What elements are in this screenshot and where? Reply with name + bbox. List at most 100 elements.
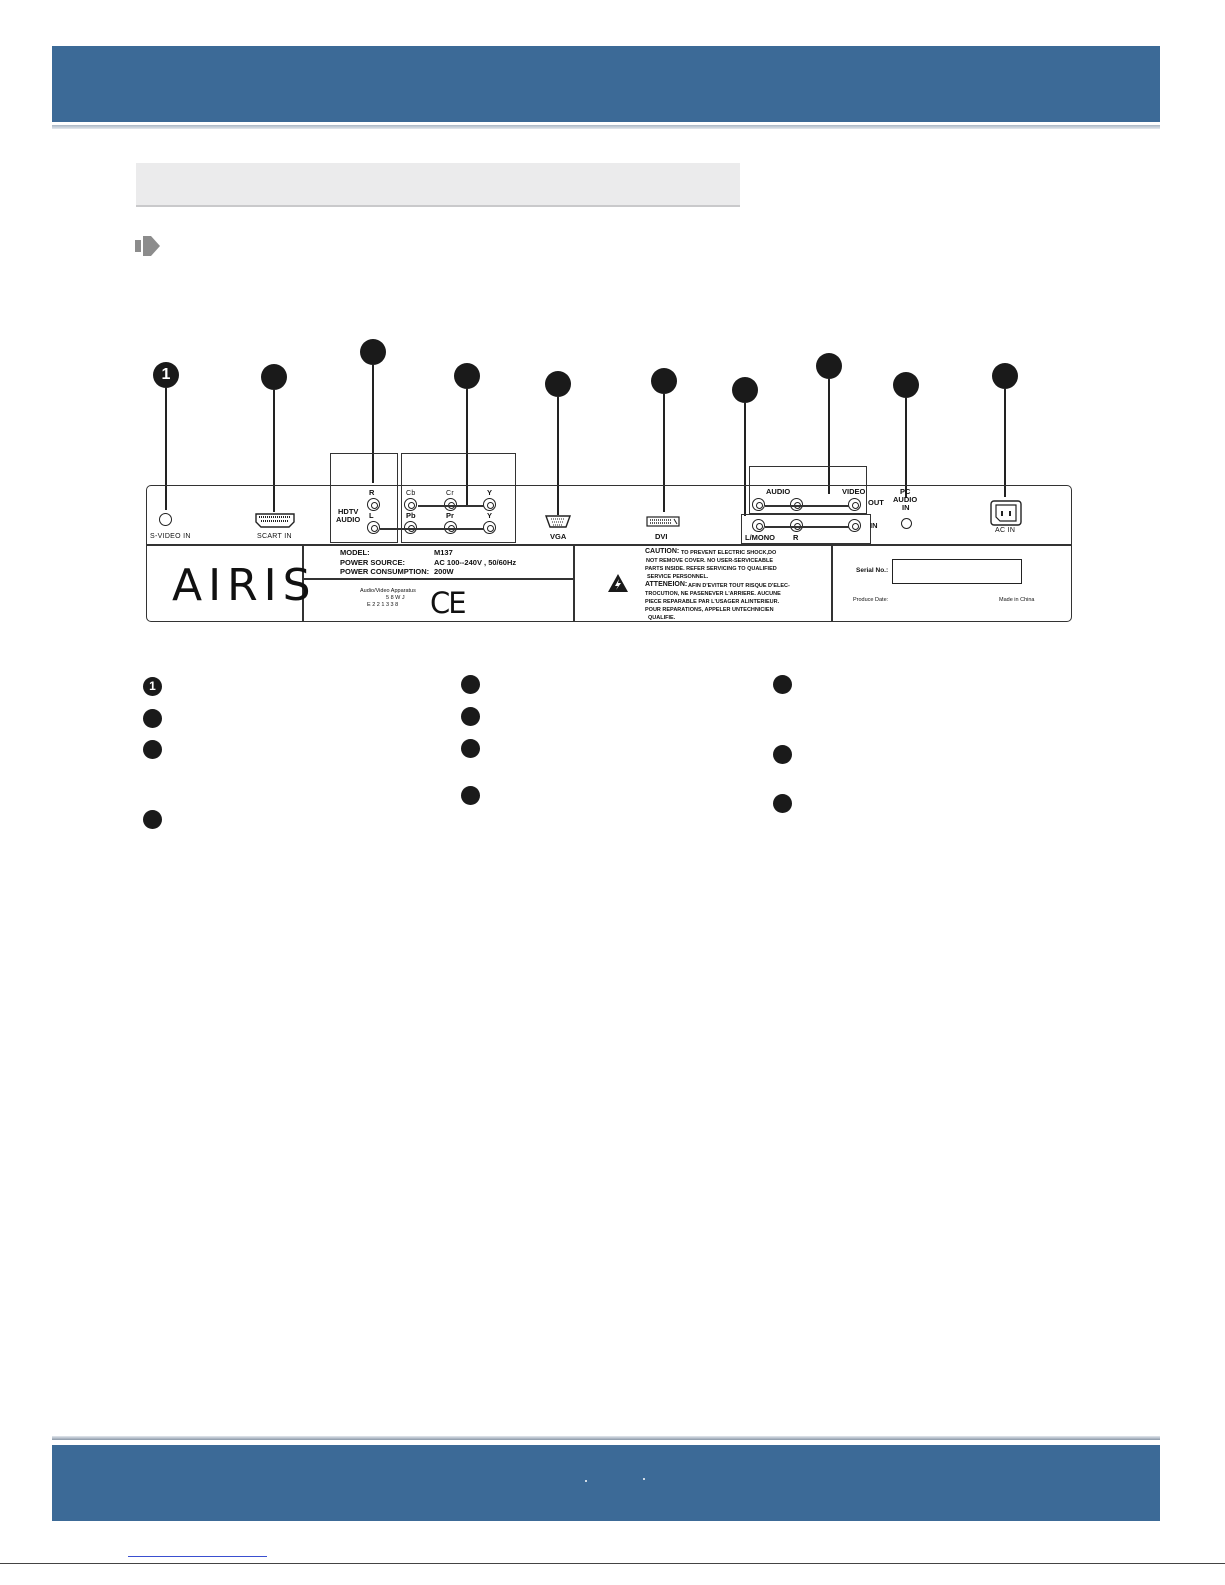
approval-text: Audio/Video Apparatus xyxy=(360,588,416,594)
legend-bullet xyxy=(143,740,162,759)
callout-2 xyxy=(261,364,287,390)
model-label: MODEL: xyxy=(340,548,370,557)
hdtv-audio-r-jack xyxy=(367,498,380,511)
legend-bullet xyxy=(461,675,480,694)
jack-link-line xyxy=(765,505,849,507)
audio-out-r-jack xyxy=(790,498,803,511)
callout-3 xyxy=(360,339,386,365)
ac-in-label: AC IN xyxy=(995,527,1016,534)
video-label: VIDEO xyxy=(842,487,866,496)
warning-triangle-icon xyxy=(608,574,628,592)
header-band xyxy=(52,46,1160,122)
svideo-in-label: S-VIDEO IN xyxy=(150,533,191,540)
leader-line xyxy=(372,365,374,483)
callout-9 xyxy=(893,372,919,398)
leader-line xyxy=(466,389,468,507)
audio-out-l-jack xyxy=(752,498,765,511)
footer-band xyxy=(52,1445,1160,1521)
pc-audio-jack xyxy=(901,518,912,529)
hdtv-label: HDTV xyxy=(338,507,359,516)
hdtv-audio-l-jack xyxy=(367,521,380,534)
airis-logo: AIRIS xyxy=(172,560,317,611)
vga-label: VGA xyxy=(550,532,567,541)
panel-section-line xyxy=(302,544,304,621)
scart-port xyxy=(255,513,295,528)
power-source-value: AC 100--240V , 50/60Hz xyxy=(434,558,517,567)
av-in-group-box xyxy=(741,514,871,544)
link-underline[interactable] xyxy=(128,1556,267,1557)
leader-line xyxy=(744,403,746,516)
lmono-label: L/MONO xyxy=(745,533,775,542)
cr-label: Cr xyxy=(446,490,454,497)
legend-bullet xyxy=(143,810,162,829)
header-rule xyxy=(52,125,1160,129)
component-group-box xyxy=(401,453,516,543)
legend-bullet xyxy=(773,675,792,694)
attention-text: AFIN D'EVITER TOUT RISQUE D'ELEC- xyxy=(688,583,790,589)
pc-audio-in-label: AUDIO xyxy=(893,495,918,504)
caution-text: SERVICE PERSONNEL. xyxy=(647,574,709,580)
callout-6 xyxy=(651,368,677,394)
arrow-bullet-icon xyxy=(135,236,160,256)
caution-text: NOT REMOVE COVER. NO USER-SERVICEABLE xyxy=(646,558,774,564)
jack-link-line xyxy=(418,505,484,507)
caution-title: CAUTION: xyxy=(645,548,680,555)
serial-label: Serial No.: xyxy=(856,567,889,574)
panel-section-line xyxy=(302,578,573,580)
power-source-label: POWER SOURCE: xyxy=(340,558,406,567)
in-r-label: R xyxy=(793,533,799,542)
svideo-port xyxy=(159,513,172,526)
pr-label: Pr xyxy=(446,511,454,520)
panel-section-line xyxy=(831,544,833,621)
jack-link-line xyxy=(380,528,484,530)
audio-in-l-jack xyxy=(752,519,765,532)
made-in-label: Made in China xyxy=(999,597,1035,603)
in-label: IN xyxy=(870,521,878,530)
approval-text: E 2 2 1 3 3 8 xyxy=(367,602,399,608)
panel-section-line xyxy=(573,544,575,621)
audio-r-label: R xyxy=(369,488,375,497)
attention-title: ATTENEION: xyxy=(645,581,688,588)
power-consumption-value: 200W xyxy=(434,567,454,576)
ce-mark: CE xyxy=(430,586,467,620)
pc-audio-in-label: PC xyxy=(900,487,911,496)
av-out-group-box xyxy=(749,466,867,514)
serial-number-box xyxy=(892,559,1022,584)
y-label-top: Y xyxy=(487,488,493,497)
callout-10 xyxy=(992,363,1018,389)
cb-jack xyxy=(404,498,417,511)
leader-line xyxy=(828,379,830,494)
attention-text: PIECE REPARABLE PAR L'USAGER ALINTERIEUR… xyxy=(645,599,780,605)
vga-port xyxy=(545,515,571,528)
attention-text: POUR REPARATIONS, APPELER UNTECHNICIEN xyxy=(645,607,774,613)
video-out-jack xyxy=(848,498,861,511)
produce-date-label: Produce Date: xyxy=(853,597,889,603)
approval-text: 5 8 W J xyxy=(386,595,405,601)
callout-5 xyxy=(545,371,571,397)
legend-bullet xyxy=(461,739,480,758)
y-label-bottom: Y xyxy=(487,511,493,520)
legend-bullet xyxy=(773,794,792,813)
caution-text: TO PREVENT ELECTRIC SHOCK,DO xyxy=(681,550,777,556)
callout-4 xyxy=(454,363,480,389)
leader-line xyxy=(1004,389,1006,497)
leader-line xyxy=(905,398,907,498)
rear-panel xyxy=(146,485,1072,622)
cb-label: Cb xyxy=(406,490,416,497)
leader-line xyxy=(663,394,665,512)
audio-l-label: L xyxy=(369,511,374,520)
out-label: OUT xyxy=(868,498,884,507)
legend-bullet xyxy=(773,745,792,764)
legend-bullet xyxy=(143,709,162,728)
footer-dot xyxy=(585,1480,587,1482)
power-consumption-label: POWER CONSUMPTION: xyxy=(340,567,430,576)
ac-inlet xyxy=(990,500,1022,526)
jack-link-line xyxy=(765,526,849,528)
attention-text: QUALIFIE. xyxy=(648,615,676,621)
scart-in-label: SCART IN xyxy=(257,533,292,540)
legend-bullet xyxy=(461,786,480,805)
bottom-rule xyxy=(0,1563,1225,1564)
footer-dot xyxy=(643,1478,645,1480)
pb-jack xyxy=(404,521,417,534)
callout-8 xyxy=(816,353,842,379)
